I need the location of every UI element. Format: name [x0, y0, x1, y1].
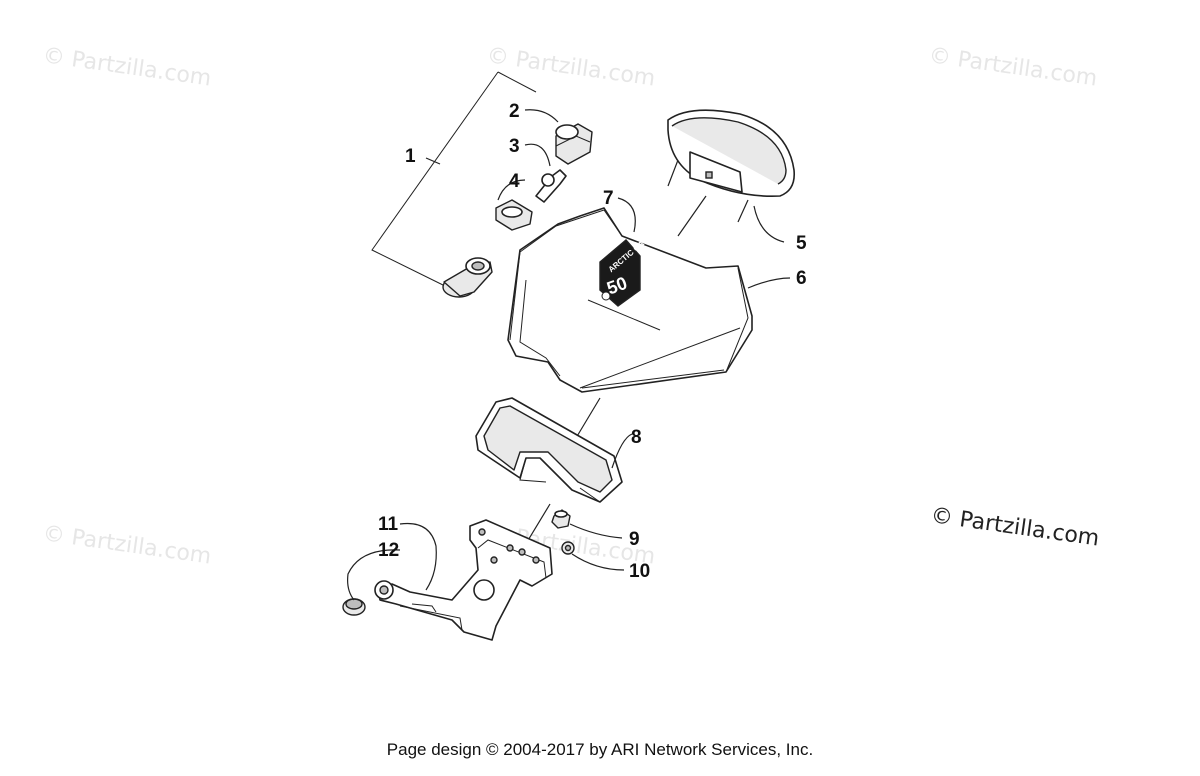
leader-1: [425, 157, 441, 165]
callout-10: 10: [629, 561, 650, 582]
bezel-part: [475, 397, 623, 503]
leader-2: [524, 109, 559, 123]
guide-line-5: [677, 195, 707, 237]
watermark-bottom-left: © Partzilla.com: [41, 521, 213, 569]
watermark-top-center: © Partzilla.com: [485, 43, 657, 91]
clip-part: [551, 509, 571, 529]
leader-6: [747, 277, 791, 289]
callout-9: 9: [629, 529, 640, 550]
watermark-top-right: © Partzilla.com: [927, 43, 1099, 91]
gauge-part: [667, 109, 796, 223]
leader-7: [617, 197, 636, 233]
grommet-part: [342, 598, 366, 616]
ignition-switch-part: [442, 257, 493, 298]
leader-9: [569, 523, 623, 539]
callout-2: 2: [509, 101, 520, 122]
watermark-top-left: © Partzilla.com: [41, 43, 213, 91]
callout-7: 7: [603, 188, 614, 209]
watermark-main: © Partzilla.com: [929, 503, 1101, 551]
group-bracket: [371, 71, 537, 287]
lock-nut-part: [495, 199, 533, 231]
leader-8: [611, 433, 633, 469]
mounting-bracket-part: [374, 519, 553, 641]
ignition-cap-part: [555, 123, 593, 165]
leader-3: [524, 143, 551, 167]
callout-labels: 1 2 3 4 5 6 7 8 9 10 11 12: [378, 101, 807, 582]
leader-5: [753, 205, 785, 243]
callout-6: 6: [796, 268, 807, 289]
callout-3: 3: [509, 136, 520, 157]
copyright-footer: Page design © 2004-2017 by ARI Network S…: [386, 740, 814, 759]
leader-10: [571, 553, 625, 571]
callout-5: 5: [796, 233, 807, 254]
leader-12: [347, 549, 401, 601]
key-part: [535, 169, 567, 203]
screw-part: [561, 541, 575, 555]
leader-4: [497, 179, 526, 201]
callout-11: 11: [378, 514, 399, 535]
callout-1: 1: [405, 146, 416, 167]
callout-8: 8: [631, 427, 642, 448]
callout-4: 4: [509, 171, 520, 192]
dash-housing-part: [507, 207, 753, 393]
leader-11: [399, 522, 437, 591]
callout-12: 12: [378, 540, 399, 561]
